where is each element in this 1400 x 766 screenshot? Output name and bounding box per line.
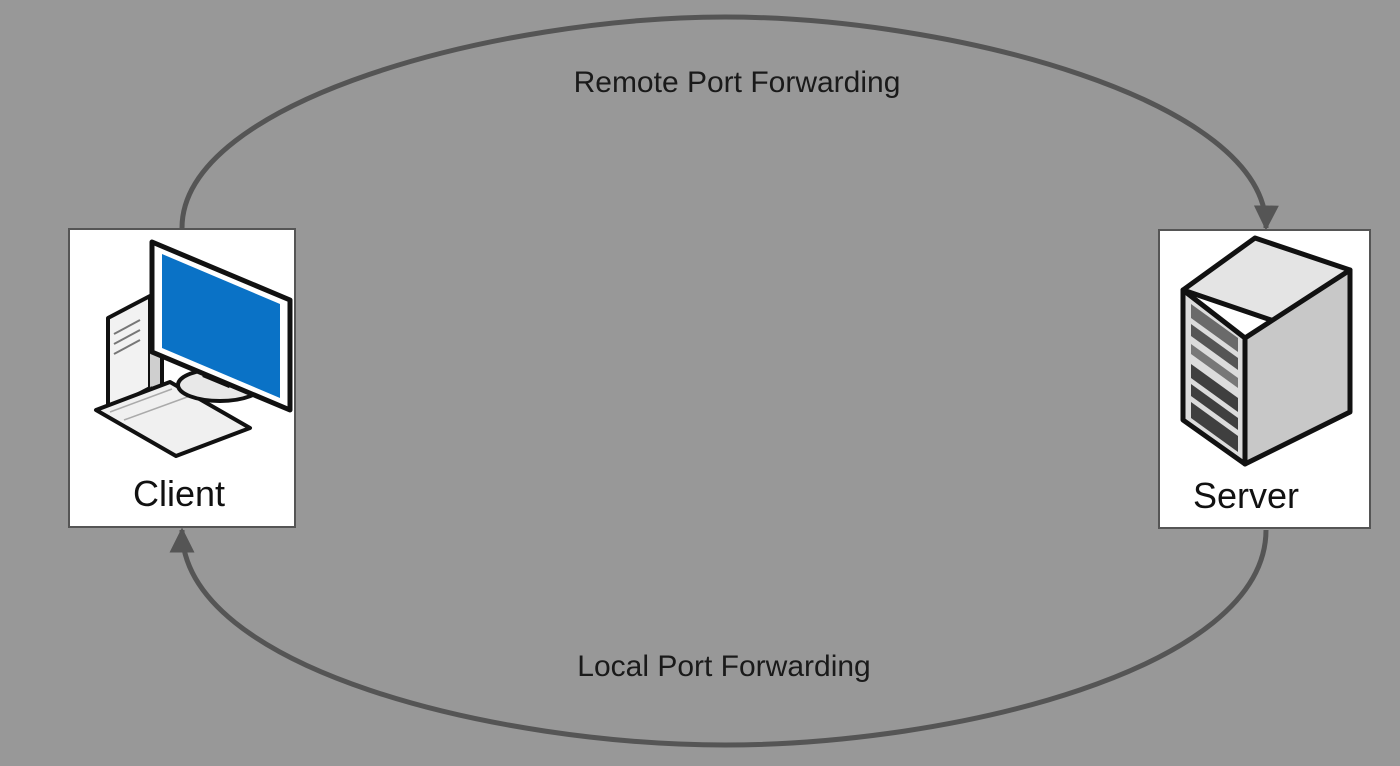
remote-forwarding-label: Remote Port Forwarding <box>574 66 901 99</box>
client-node: Client <box>68 228 296 528</box>
desktop-computer-icon <box>94 239 293 458</box>
remote-forwarding-arrow <box>179 14 1279 231</box>
local-forwarding-arrow <box>169 527 1269 748</box>
server-tower-icon <box>1180 235 1353 467</box>
local-forwarding-label: Local Port Forwarding <box>577 650 870 683</box>
client-label: Client <box>133 473 225 514</box>
server-node: Server <box>1158 229 1371 529</box>
server-label: Server <box>1193 475 1299 516</box>
